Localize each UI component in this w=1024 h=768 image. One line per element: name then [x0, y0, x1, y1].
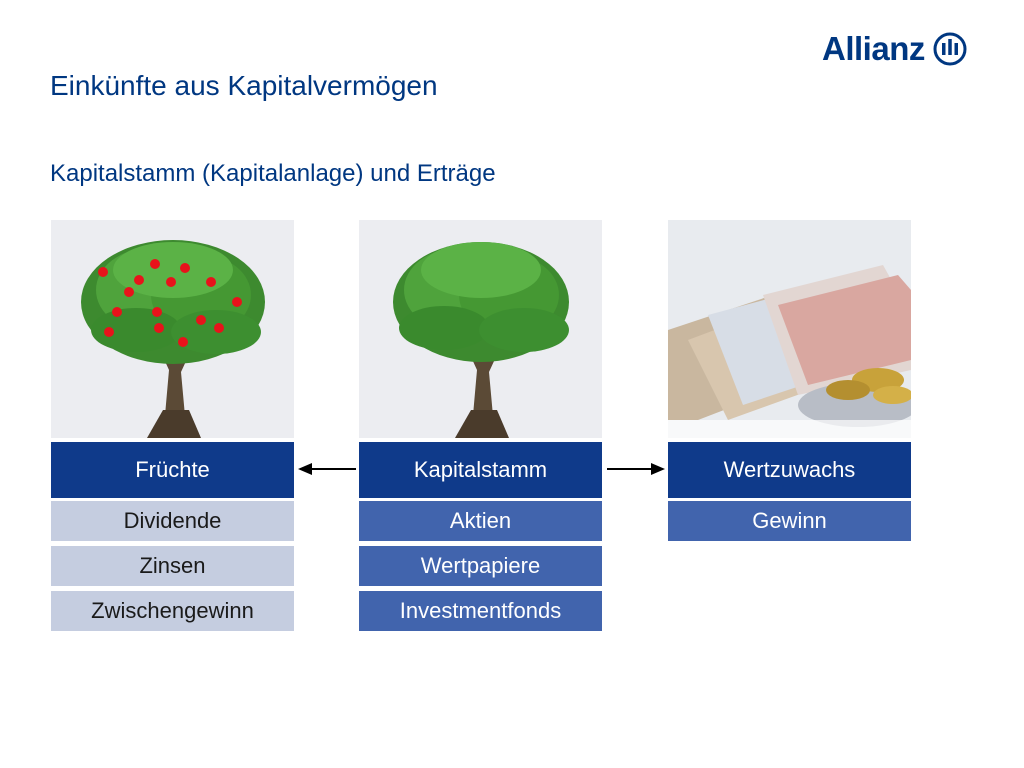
item-wertpapiere: Wertpapiere	[359, 546, 602, 586]
tree-icon	[393, 242, 569, 438]
header-wertzuwachs: Wertzuwachs	[668, 442, 911, 498]
page-subtitle: Kapitalstamm (Kapitalanlage) und Erträge	[50, 160, 496, 187]
column-kapitalstamm: Kapitalstamm Aktien Wertpapiere Investme…	[359, 220, 602, 631]
header-fruechte: Früchte	[51, 442, 294, 498]
allianz-logo: Allianz	[822, 28, 967, 70]
item-gewinn: Gewinn	[668, 501, 911, 541]
item-zinsen: Zinsen	[51, 546, 294, 586]
money-image	[668, 220, 911, 438]
brand-name: Allianz	[822, 30, 925, 67]
fruit-tree-image	[51, 220, 294, 438]
column-fruechte: Früchte Dividende Zinsen Zwischengewinn	[51, 220, 294, 631]
allianz-eagle-icon	[933, 32, 967, 66]
page-title: Einkünfte aus Kapitalvermögen	[50, 70, 438, 101]
arrow-left-icon	[298, 463, 356, 475]
tree-image	[359, 220, 602, 438]
column-wertzuwachs: Wertzuwachs Gewinn	[668, 220, 911, 541]
fruit-tree-icon	[81, 240, 265, 438]
item-aktien: Aktien	[359, 501, 602, 541]
euro-banknotes-coins-icon	[668, 220, 911, 438]
item-dividende: Dividende	[51, 501, 294, 541]
arrow-right-icon	[607, 463, 665, 475]
item-investmentfonds: Investmentfonds	[359, 591, 602, 631]
header-kapitalstamm: Kapitalstamm	[359, 442, 602, 498]
item-zwischengewinn: Zwischengewinn	[51, 591, 294, 631]
